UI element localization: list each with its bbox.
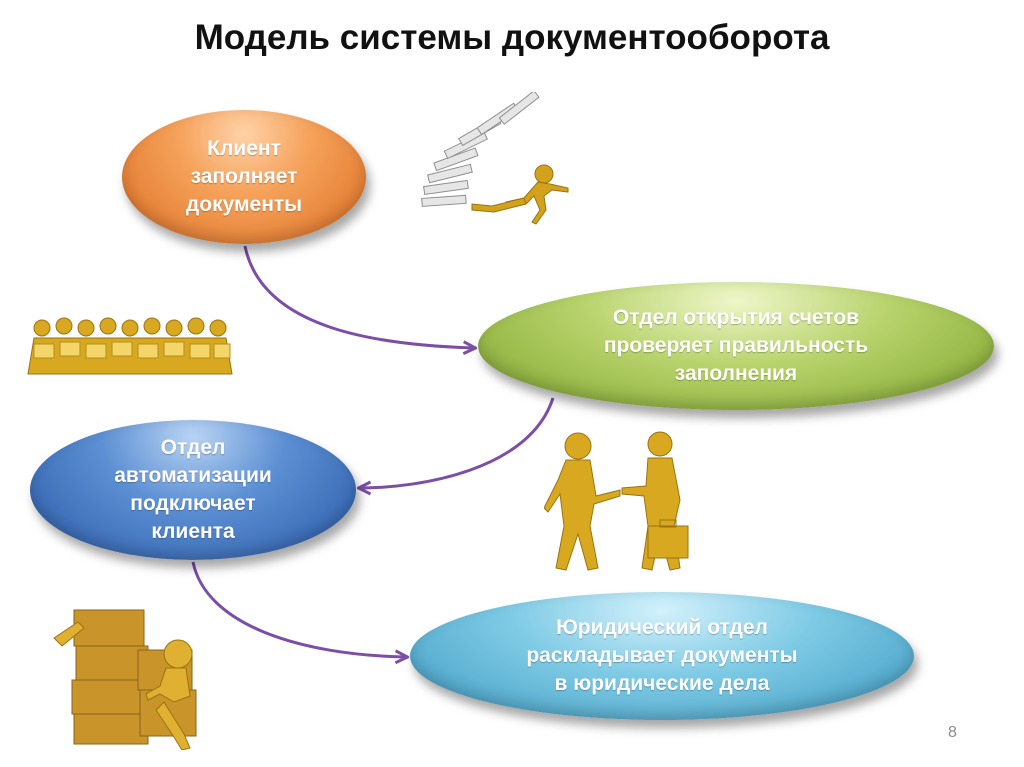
node-label: Отдел открытия счетов проверяет правильн…	[603, 306, 869, 385]
node-label: Юридический отдел раскладывает документы…	[526, 616, 798, 695]
arrow-client-to-accounts	[243, 245, 474, 348]
page-number: 8	[948, 724, 957, 741]
node-label: Клиент заполняет документы	[185, 137, 303, 216]
slide-title: Модель системы документооборота	[194, 18, 830, 57]
crowd-of-figures-icon	[27, 317, 233, 375]
node-label: Отдел автоматизации подключает клиента	[114, 436, 272, 543]
node-legal-dept: Юридический отдел раскладывает документы…	[410, 592, 914, 720]
figure-with-boxes-icon	[53, 609, 197, 750]
handshake-figures-icon	[544, 431, 689, 571]
node-client-fills-documents: Клиент заполняет документы	[122, 110, 366, 244]
running-man-with-papers-icon	[421, 92, 569, 225]
arrow-automation-to-legal	[191, 561, 406, 657]
node-account-opening-dept: Отдел открытия счетов проверяет правильн…	[478, 282, 994, 410]
node-automation-dept: Отдел автоматизации подключает клиента	[30, 420, 356, 560]
arrow-accounts-to-automation	[360, 397, 555, 488]
